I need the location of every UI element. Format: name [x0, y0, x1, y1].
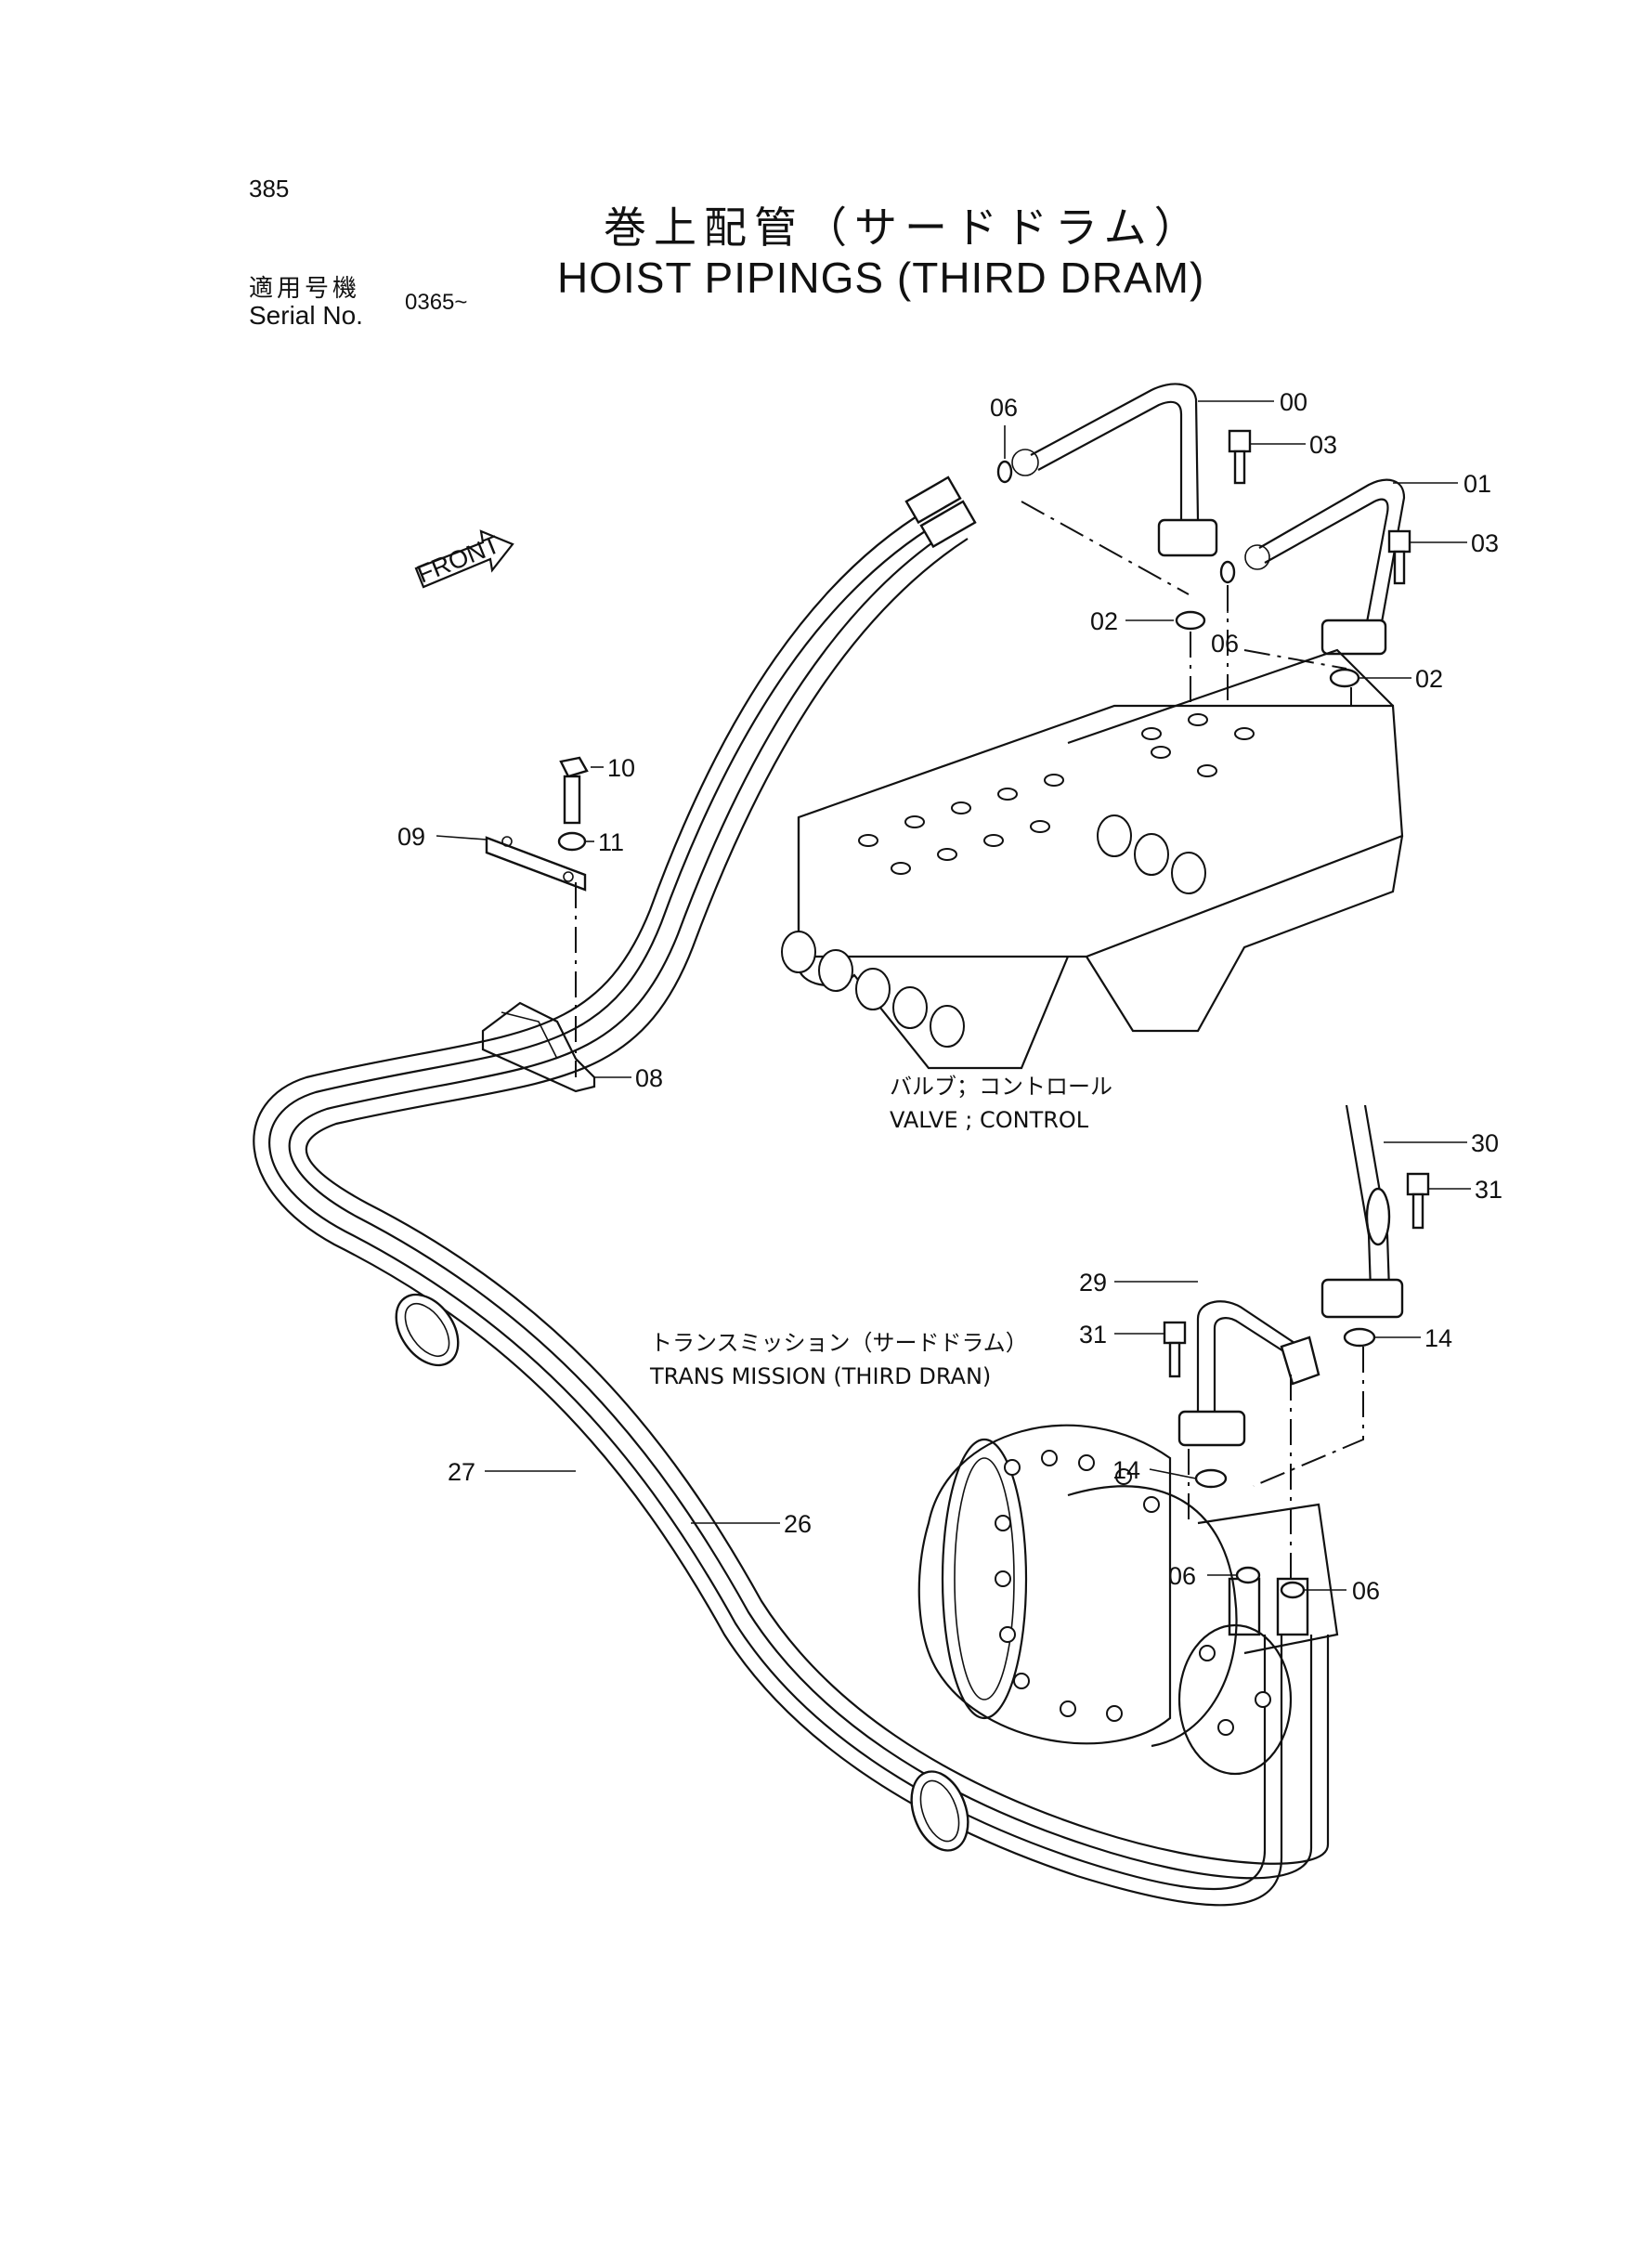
bolt-31-b	[1163, 1321, 1187, 1378]
leader-lines	[436, 400, 1471, 1591]
oring-06-d	[1280, 1581, 1306, 1599]
callout-06-c: 06	[1168, 1562, 1196, 1590]
bolt-10	[559, 756, 589, 825]
page-title-japanese: 巻上配管（サードドラム）	[604, 202, 1204, 253]
plate-09	[485, 836, 587, 892]
trans-mission-caption-english: TRANS MISSION (THIRD DRAN)	[649, 1363, 991, 1389]
callout-27: 27	[448, 1458, 475, 1486]
pipe-01	[1244, 478, 1406, 656]
serial-label-japanese: 適用号機	[249, 275, 361, 303]
callout-31-b: 31	[1079, 1321, 1107, 1348]
callout-08: 08	[635, 1064, 663, 1092]
callout-14-a: 14	[1424, 1324, 1452, 1352]
oring-06-b	[1219, 560, 1236, 584]
oring-06-a	[996, 460, 1013, 484]
callout-31-a: 31	[1475, 1176, 1502, 1204]
trans-mission-caption-japanese: トランスミッション（サードドラム）	[650, 1330, 1028, 1356]
page-number: 385	[249, 175, 290, 202]
callout-labels: 06 00 03 01 03 02 06 02 10 11 09 08 30 3…	[397, 388, 1502, 1605]
oring-14-a	[1343, 1327, 1376, 1348]
assembly-captions: バルブ；コントロール VALVE ; CONTROL トランスミッション（サード…	[649, 1074, 1112, 1389]
callout-06-a: 06	[990, 394, 1018, 422]
control-valve-caption-japanese: バルブ；コントロール	[890, 1074, 1112, 1100]
front-arrow-label: FRONT	[413, 530, 503, 589]
callout-03-b: 03	[1471, 529, 1499, 557]
pipe-29	[1177, 1300, 1320, 1447]
oring-06-c	[1235, 1566, 1261, 1584]
page-title-english: HOIST PIPINGS (THIRD DRAM)	[557, 254, 1205, 302]
oring-02-a	[1175, 610, 1206, 631]
serial-label-english: Serial No.	[249, 301, 363, 330]
callout-26: 26	[784, 1510, 812, 1538]
callout-06-d: 06	[1352, 1577, 1380, 1605]
serial-value: 0365~	[405, 290, 468, 315]
callout-11: 11	[598, 828, 624, 856]
callout-29: 29	[1079, 1269, 1107, 1296]
trans-mission	[917, 1424, 1339, 1776]
callout-03-a: 03	[1309, 431, 1337, 459]
bolt-03	[1228, 429, 1252, 485]
front-arrow-icon: FRONT	[413, 529, 514, 589]
oring-02-b	[1329, 668, 1360, 688]
callout-02-b: 02	[1415, 665, 1443, 693]
oring-14-b	[1194, 1468, 1228, 1489]
bolt-31-a	[1406, 1172, 1430, 1230]
callout-14-b: 14	[1112, 1456, 1140, 1484]
callout-00: 00	[1280, 388, 1307, 416]
bolt-03-b	[1387, 529, 1411, 585]
control-valve-caption-english: VALVE ; CONTROL	[890, 1107, 1089, 1133]
bracket-08	[481, 1001, 596, 1093]
pipe-30	[1320, 1104, 1404, 1319]
control-valve	[781, 648, 1404, 1070]
callout-09: 09	[397, 823, 425, 851]
callout-01: 01	[1463, 470, 1491, 498]
hose-assembly	[253, 476, 1330, 1907]
callout-06-b: 06	[1211, 630, 1239, 658]
pipe-00	[1011, 383, 1218, 557]
washer-11	[557, 831, 587, 852]
callout-30: 30	[1471, 1129, 1499, 1157]
callout-02-a: 02	[1090, 607, 1118, 635]
callout-10: 10	[607, 754, 635, 782]
